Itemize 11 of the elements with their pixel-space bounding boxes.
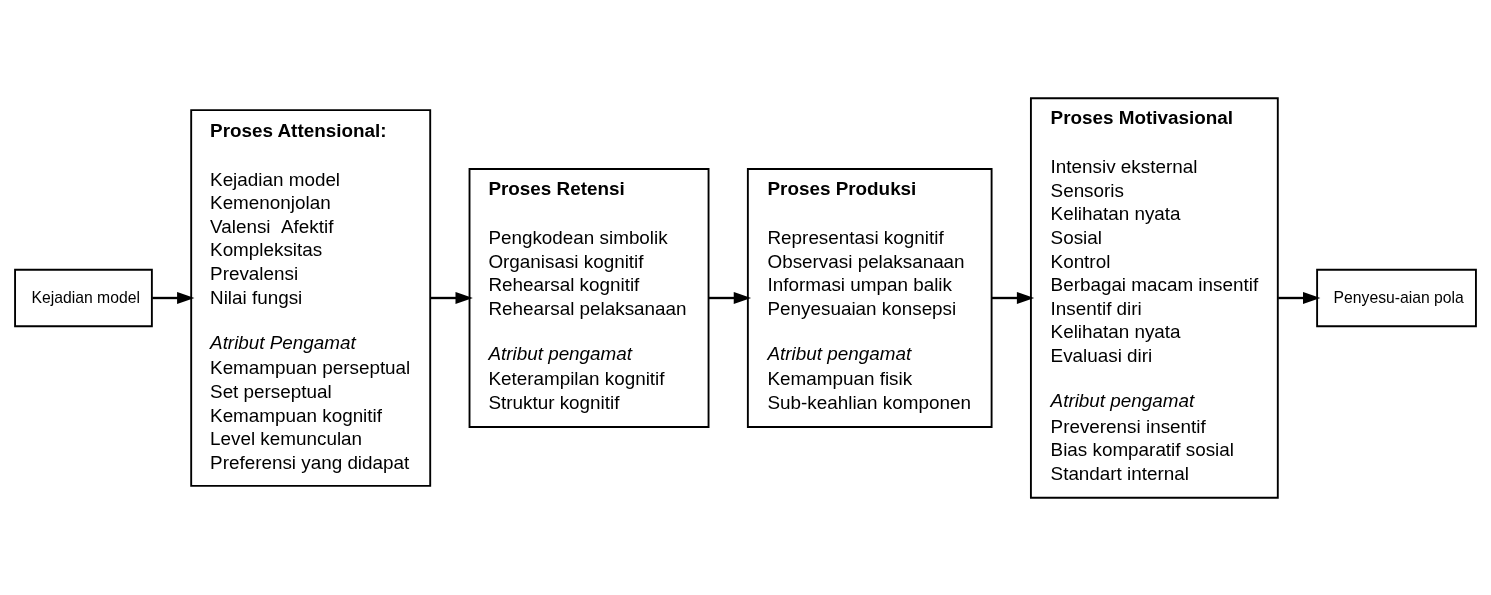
arrow — [152, 291, 195, 304]
arrow — [430, 291, 473, 304]
node-box: Proses Motivasional Intensiv eksternal Sensoris Kelihatan nyata Sosial Kontrol Berbagai macam insentif Insentif diri Kelihatan nyata Evaluasi diri Atribut pengamat Preverensi insentif Bias komparatif sosial Standart internal — [1029, 96, 1279, 499]
node-box: Kejadian model — [14, 268, 153, 327]
node-box: Proses Produksi Representasi kognitif Observasi pelaksanaan Informasi umpan balik Penyesuaian konsepsi Atribut pengamat Kemampuan fisik Sub-keahlian komponen — [746, 167, 993, 428]
node-box: Proses Retensi Pengkodean simbolik Organisasi kognitif Rehearsal kognitif Rehearsal pelaksanaan Atribut pengamat Keterampilan kognitif Struktur kognitif — [468, 167, 710, 428]
arrow — [991, 291, 1035, 304]
node-box: Penyesu-aian pola — [1316, 268, 1477, 327]
node-box: Proses Attensional: Kejadian model Kemenonjolan Valensi Afektif Kompleksitas Prevalensi Nilai fungsi Atribut Pengamat Kemampuan perseptual Set perseptual Kemampuan kognitif Level kemunculan Preferensi yang didapat — [190, 108, 432, 487]
arrow — [1278, 291, 1321, 304]
arrow — [708, 291, 752, 304]
